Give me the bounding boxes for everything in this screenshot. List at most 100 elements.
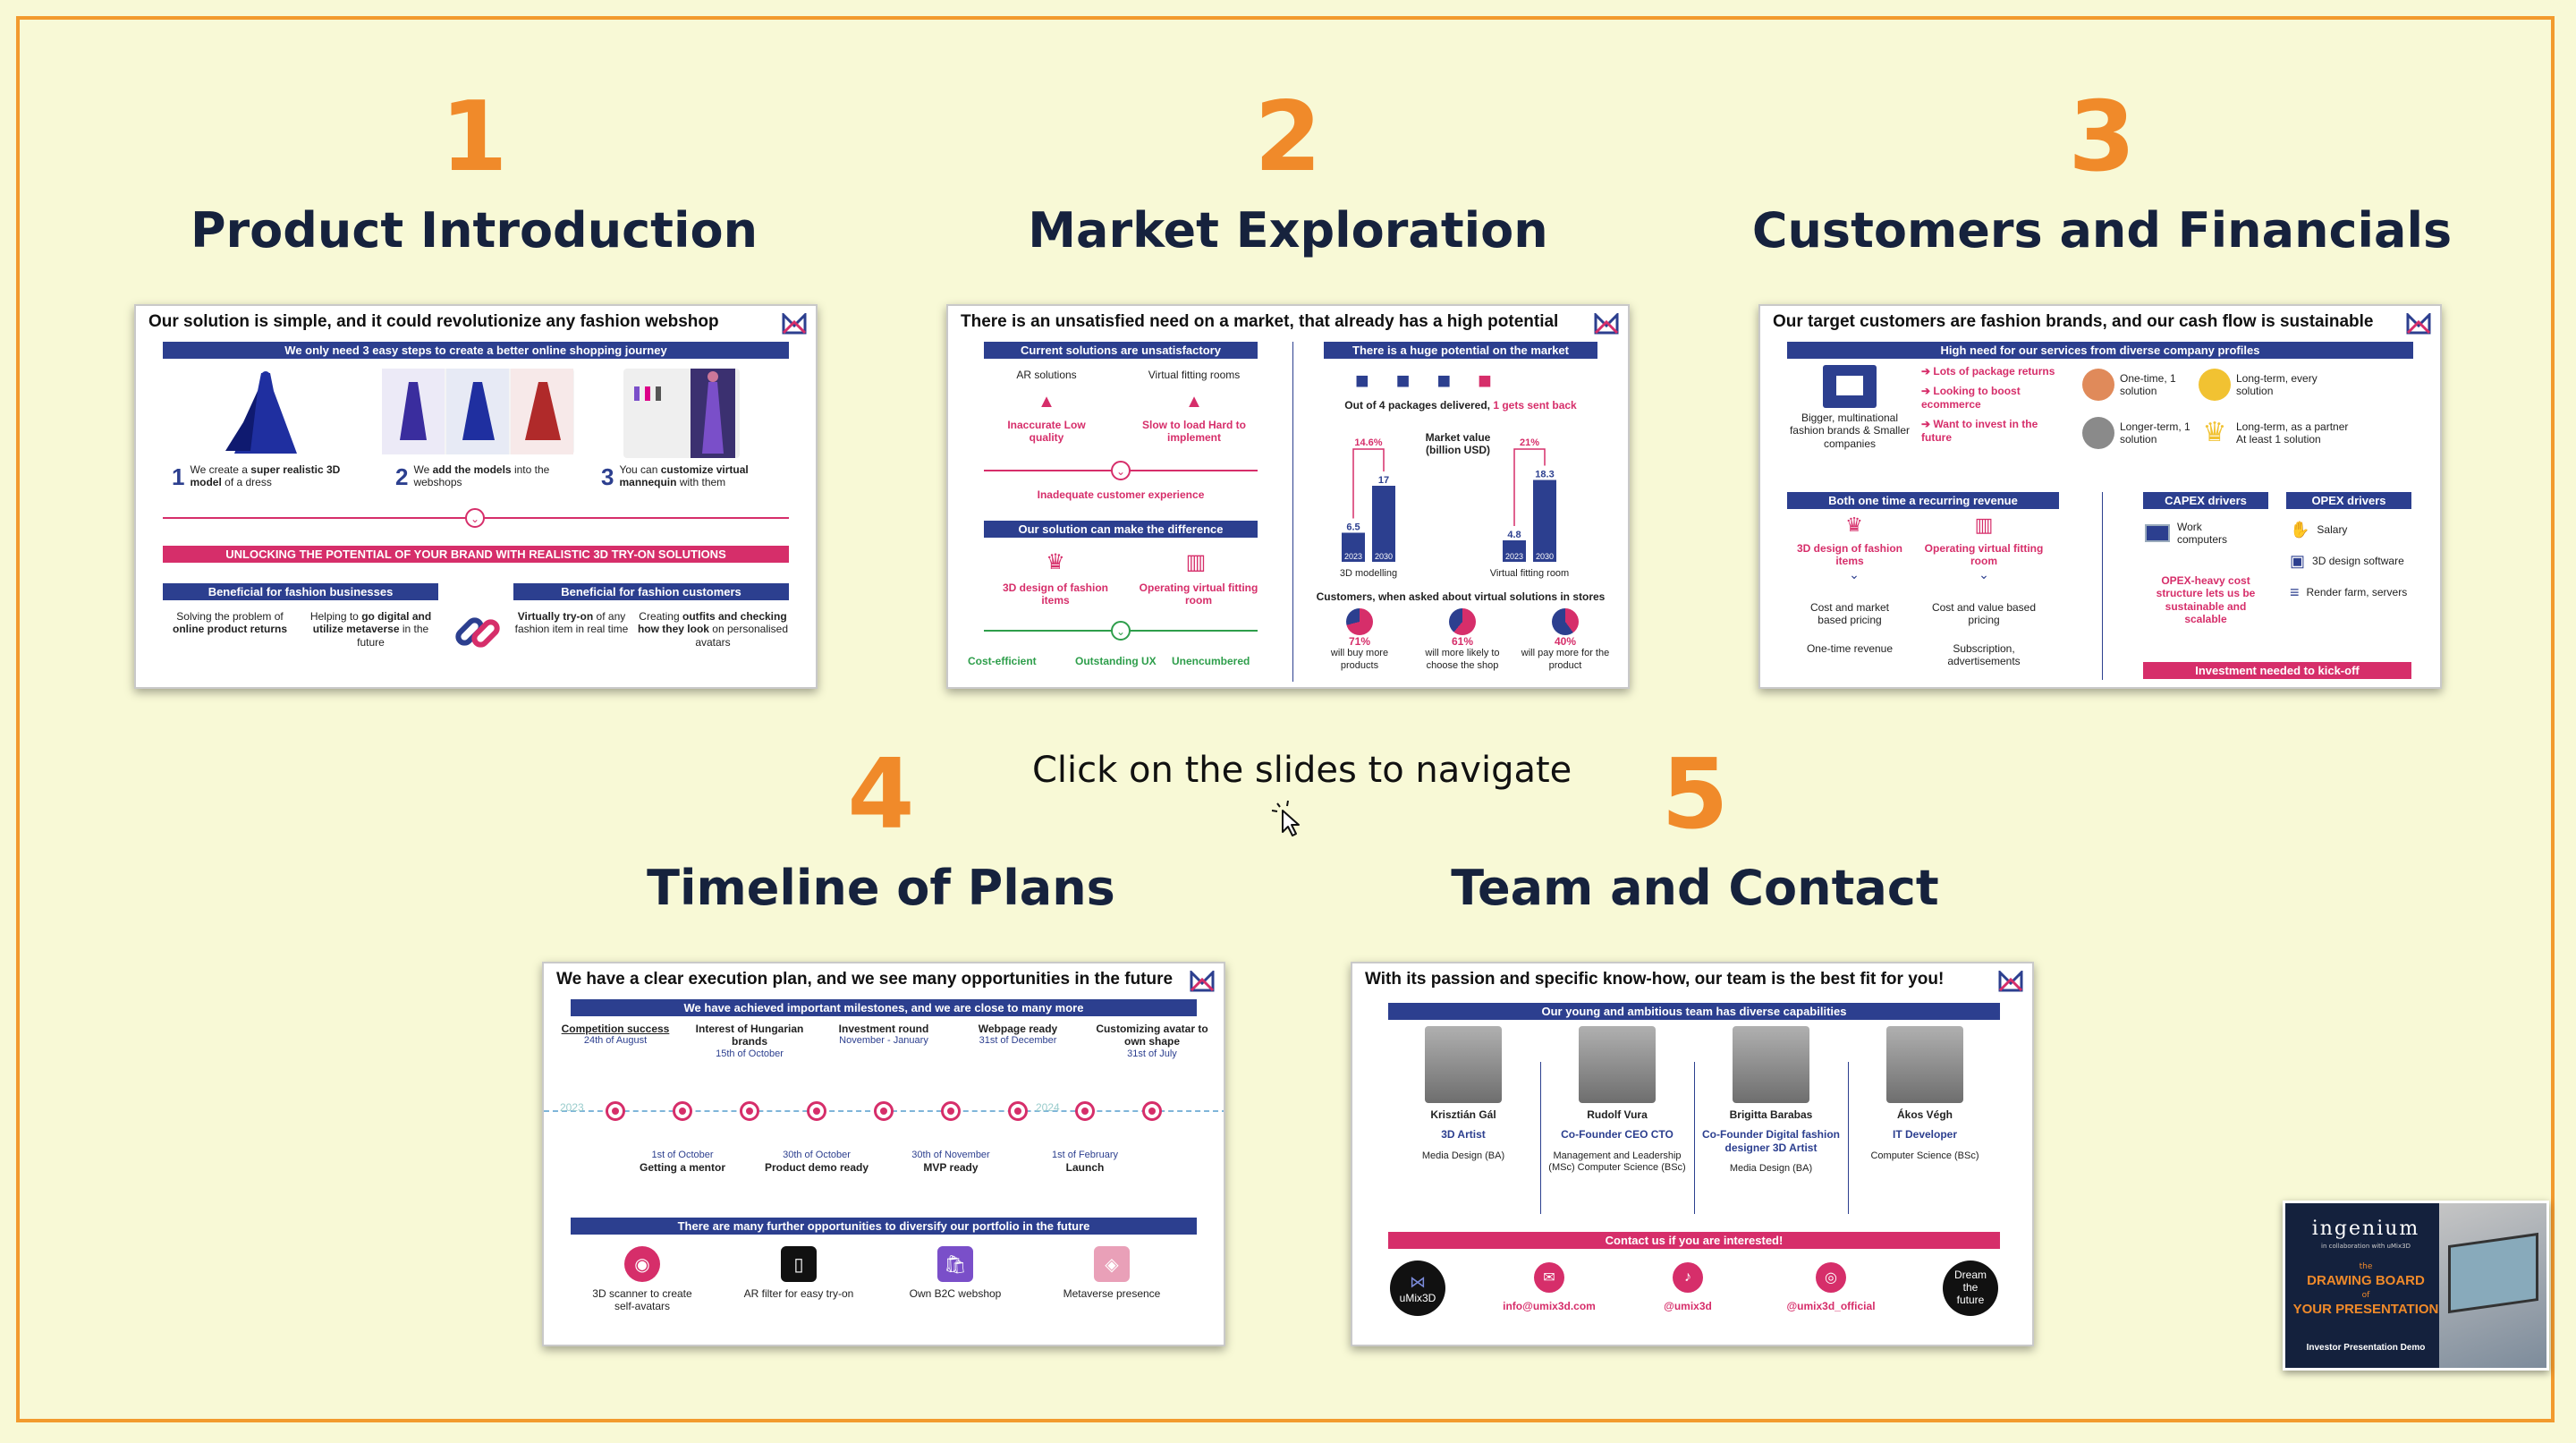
thumb-sub: Investor Presentation Demo: [2306, 1343, 2426, 1353]
virtual-mannequin-image: [623, 369, 740, 458]
tick-label: 2030: [1375, 552, 1393, 561]
section-2-header: 2 Market Exploration: [877, 89, 1699, 259]
opp-metaverse: ◈ Metaverse presence: [1054, 1246, 1170, 1300]
data-label: 6.5: [1346, 522, 1360, 533]
company-profiles: Bigger, multinational fashion brands & S…: [1789, 412, 1911, 450]
column-divider: [1292, 342, 1293, 682]
store-icon: [1823, 365, 1877, 408]
timeline-dot: [740, 1101, 759, 1121]
slide-title: Our target customers are fashion brands,…: [1773, 312, 2374, 331]
chevron-down-icon: ⌄: [1111, 621, 1131, 641]
slide-title: We have a clear execution plan, and we s…: [556, 970, 1174, 989]
milestone-label: MVP ready: [923, 1161, 979, 1175]
column-divider: [1694, 1062, 1695, 1214]
umix3d-logo-icon: [1594, 313, 1619, 335]
umix3d-logo-icon: [2406, 313, 2431, 335]
market-value-label: Market value (billion USD): [1425, 431, 1491, 457]
fitting-rooms-label: Virtual fitting rooms: [1148, 369, 1241, 381]
member-education: Computer Science (BSc): [1870, 1150, 1979, 1161]
computer-icon: [2145, 524, 2170, 543]
section-3-header: 3 Customers and Financials: [1690, 89, 2513, 259]
slide-product-introduction[interactable]: Our solution is simple, and it could rev…: [134, 304, 818, 689]
column-divider: [2102, 492, 2103, 680]
instagram-contact[interactable]: ◎ @umix3d_official: [1764, 1262, 1898, 1312]
tier-gold: Long-term, every solution: [2199, 369, 2334, 401]
server-icon: ≡: [2290, 583, 2300, 601]
opex-item: ✋Salary: [2290, 521, 2348, 539]
member-role: 3D Artist: [1441, 1128, 1486, 1142]
customers-band: Beneficial for fashion customers: [513, 583, 789, 600]
milestone-label: Competition success: [561, 1023, 670, 1035]
bar: [1372, 486, 1395, 562]
timeline-dot: [606, 1101, 625, 1121]
bar: [1342, 532, 1365, 562]
opex-band: OPEX drivers: [2286, 492, 2411, 509]
tiktok-contact[interactable]: ♪ @umix3d: [1639, 1262, 1737, 1312]
slide-customers-financials[interactable]: Our target customers are fashion brands,…: [1758, 304, 2442, 689]
step-3: 3 You can customize virtual mannequin wi…: [601, 463, 798, 491]
milestone-date: 1st of October: [651, 1150, 714, 1160]
timeline-dot: [1075, 1101, 1095, 1121]
package-icon: ■: [1478, 367, 1492, 394]
milestone-label: Getting a mentor: [639, 1161, 725, 1175]
opex-item: ≡Render farm, servers: [2290, 583, 2408, 601]
packages-icons: ■■■■: [1355, 367, 1492, 395]
tick-label: 2030: [1536, 552, 1554, 561]
umix3d-logo-icon: [1998, 971, 2023, 992]
pct-value: 61%: [1451, 635, 1474, 648]
chevron-down-icon: ⌄: [1849, 567, 1860, 581]
pct-3: 40% will pay more for the product: [1521, 608, 1610, 672]
chevron-down-icon: ⌄: [1111, 461, 1131, 480]
member-role: IT Developer: [1892, 1128, 1958, 1142]
webshop-icon: 🛍: [937, 1246, 973, 1282]
umix3d-logo-badge: ⋈ uMix3D: [1390, 1261, 1445, 1316]
milestone-label: Interest of Hungarian brands: [695, 1023, 804, 1048]
need-item: ➔ Lots of package returns: [1921, 365, 2055, 378]
member-education: Media Design (BA): [1729, 1163, 1813, 1175]
milestone-label: Webpage ready: [978, 1023, 1058, 1035]
section-number: 4: [847, 739, 915, 851]
dress-variants-image: [382, 369, 574, 454]
tick-label: 2023: [1344, 552, 1362, 561]
milestones-band: We have achieved important milestones, a…: [571, 999, 1197, 1016]
benefit-try-on: Virtually try-on of any fashion item in …: [514, 610, 629, 636]
team-member: Ákos Végh IT Developer Computer Science …: [1850, 1026, 2000, 1162]
warning-icon: ▲: [1185, 392, 1203, 412]
milestone-date: 1st of February: [1052, 1150, 1118, 1160]
opp-scanner: ◉ 3D scanner to create self-avatars: [584, 1246, 700, 1313]
team-band: Our young and ambitious team has diverse…: [1388, 1003, 2000, 1020]
benefit-outfits: Creating outfits and checking how they l…: [637, 610, 789, 649]
avatar: [1733, 1026, 1809, 1103]
email-contact[interactable]: ✉ info@umix3d.com: [1487, 1262, 1612, 1312]
milestone-date: 15th of October: [716, 1048, 784, 1059]
thumb-of: of: [2361, 1291, 2370, 1300]
timeline-dot: [874, 1101, 894, 1121]
bar: [1503, 540, 1526, 562]
umix3d-logo-icon: ⋈: [1410, 1272, 1426, 1291]
problem-ar: Inaccurate Low quality: [1007, 419, 1086, 445]
software-icon: ▣: [2290, 552, 2306, 570]
team-member: Krisztián Gál 3D Artist Media Design (BA…: [1388, 1026, 1538, 1162]
pie-icon: [1346, 608, 1373, 635]
phone-icon: ▯: [781, 1246, 817, 1282]
chart-title: 3D modelling: [1340, 568, 1397, 579]
slide-team-contact[interactable]: With its passion and specific know-how, …: [1351, 962, 2034, 1346]
dress-icon: ♛: [1046, 550, 1065, 574]
presentation-thumbnail[interactable]: ingenium in collaboration with uMix3D th…: [2283, 1201, 2549, 1371]
section-number: 3: [2068, 81, 2136, 193]
slide-market-exploration[interactable]: There is an unsatisfied need on a market…: [946, 304, 1630, 689]
tier-bronze: One-time, 1 solution: [2082, 369, 2191, 401]
pct-value: 71%: [1348, 635, 1371, 648]
package-icon: ■: [1436, 367, 1452, 394]
pct-value: 40%: [1554, 635, 1577, 648]
slide-timeline[interactable]: We have a clear execution plan, and we s…: [542, 962, 1225, 1346]
avatar: [1579, 1026, 1656, 1103]
cursor-click-icon: [1271, 800, 1300, 836]
step-number: 1: [172, 463, 185, 490]
